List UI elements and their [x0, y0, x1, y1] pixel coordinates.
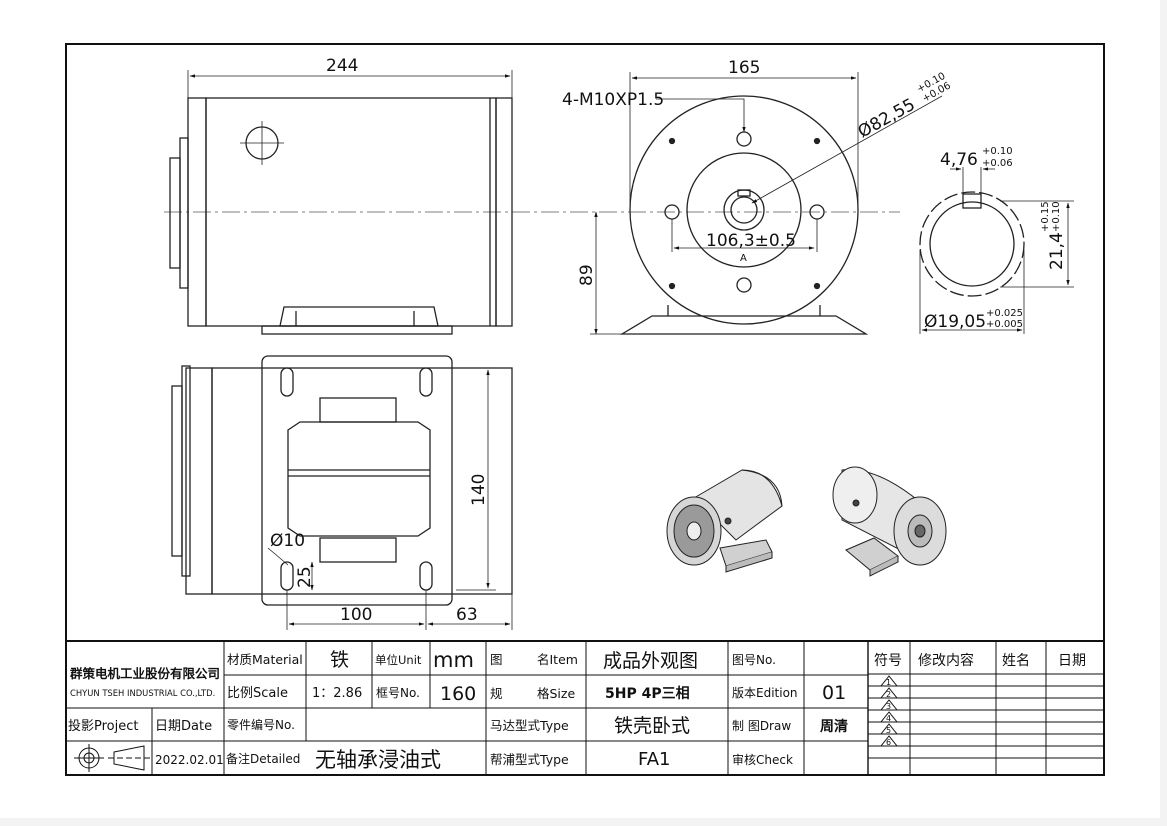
date-label: 日期Date — [155, 719, 212, 734]
material-value: 铁 — [330, 649, 349, 671]
dim-foot-length: 140 — [469, 474, 489, 506]
dim-key-height-tol-upper: +0.15 — [1040, 201, 1051, 232]
revision-header-symbol: 符号 — [874, 653, 902, 669]
revision-symbol: 4 — [886, 714, 891, 723]
side-view — [164, 70, 900, 335]
revision-triangles — [879, 675, 899, 747]
frame-label: 框号No. — [376, 686, 420, 700]
draw-label: 制 图Draw — [732, 719, 791, 733]
dim-front-width: 165 — [728, 58, 760, 78]
item-label-a: 图 — [490, 652, 503, 667]
unit-label: 单位Unit — [375, 653, 422, 667]
size-value: 5HP 4P三相 — [605, 685, 690, 702]
check-label: 审核Check — [732, 752, 793, 767]
motor-type-label: 马达型式Type — [490, 718, 569, 733]
isometric-view-shaft-end — [832, 466, 947, 577]
dim-bore-dia: Ø19,05 — [924, 312, 986, 332]
revision-symbol: 3 — [886, 702, 891, 711]
dim-foot-hole: Ø10 — [270, 531, 305, 551]
dim-foot-slot: 25 — [295, 566, 315, 588]
projection-symbol-icon — [74, 744, 150, 772]
title-block — [66, 640, 1104, 775]
dim-length: 244 — [326, 56, 358, 76]
scale-value: 1：2.86 — [312, 686, 362, 701]
dim-foot-edge: 63 — [456, 605, 478, 625]
item-label-b: 名Item — [537, 652, 578, 667]
project-label: 投影Project — [68, 718, 138, 734]
edition-label: 版本Edition — [732, 686, 798, 700]
drawing-no-label: 图号No. — [732, 653, 776, 667]
material-label: 材质Material — [227, 652, 303, 667]
dim-shaft-height: 89 — [577, 264, 597, 286]
company-name-cn: 群策电机工业股份有限公司 — [69, 666, 220, 681]
edition-value: 01 — [822, 682, 846, 704]
date-value: 2022.02.01 — [155, 753, 224, 767]
frame-value: 160 — [440, 683, 476, 705]
pump-type-value: FA1 — [638, 749, 670, 770]
dim-pilot-dia: Ø82,55 — [855, 95, 919, 143]
dim-bore-tol-lower: +0.005 — [986, 319, 1023, 330]
part-no-label: 零件编号No. — [227, 717, 295, 732]
shaft-end-view — [919, 167, 1074, 334]
isometric-view-fan-end — [666, 469, 783, 573]
revision-header-date: 日期 — [1058, 653, 1086, 669]
item-value: 成品外观图 — [603, 650, 698, 672]
detail-label: 备注Detailed — [226, 751, 300, 766]
revision-header-name: 姓名 — [1002, 653, 1030, 669]
company-name-en: CHYUN TSEH INDUSTRIAL CO.,LTD. — [70, 688, 215, 698]
revision-symbol: 2 — [886, 690, 891, 699]
revision-symbol: 6 — [886, 738, 891, 747]
dim-bore-tol-upper: +0.025 — [986, 308, 1023, 319]
detail-value: 无轴承浸油式 — [315, 748, 441, 772]
scale-label: 比例Scale — [227, 686, 288, 701]
dim-key-tol-lower: +0.06 — [982, 158, 1013, 169]
dim-key-tol-upper: +0.10 — [982, 146, 1013, 157]
size-label-b: 格Size — [537, 686, 575, 701]
front-view — [590, 72, 943, 335]
top-view — [171, 355, 513, 630]
pump-type-label: 帮浦型式Type — [490, 752, 569, 767]
revision-header-content: 修改内容 — [918, 652, 974, 669]
revision-symbol: 5 — [886, 726, 891, 735]
size-label-a: 规 — [490, 686, 503, 701]
motor-type-value: 铁壳卧式 — [614, 715, 690, 737]
dim-bolt-circle: 106,3±0.5 — [706, 231, 796, 251]
dim-bolt-circle-mark: A — [740, 253, 747, 264]
dim-key-height-tol-lower: +0.10 — [1051, 201, 1062, 232]
dim-key-height: 21,4 — [1047, 232, 1067, 270]
draw-value: 周清 — [820, 718, 848, 735]
revision-symbol: 1 — [886, 678, 891, 687]
drawing-frame — [65, 43, 1105, 776]
dim-thread: 4-M10XP1.5 — [562, 90, 664, 110]
unit-value: mm — [433, 648, 474, 672]
dim-key-width: 4,76 — [940, 150, 978, 170]
dim-foot-spacing: 100 — [340, 605, 372, 625]
